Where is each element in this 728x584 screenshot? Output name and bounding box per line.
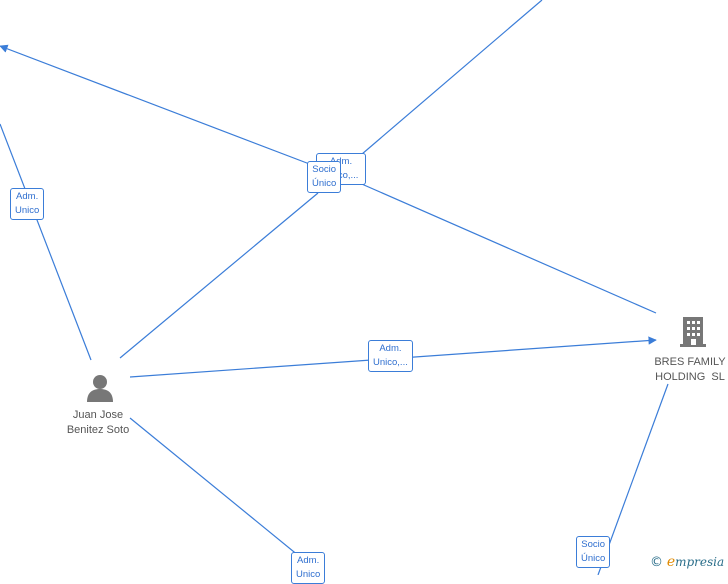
- edge-label-adm-unico-bottom[interactable]: Adm. Unico: [291, 552, 326, 584]
- copyright-symbol: ©: [650, 555, 663, 570]
- building-icon[interactable]: [680, 315, 706, 352]
- edge-left-adm: [0, 123, 92, 361]
- edge-socio-to-leftedge: [0, 44, 321, 169]
- person-icon[interactable]: [85, 373, 115, 408]
- edge-person-to-socio: [119, 192, 319, 359]
- brand-e: e: [666, 554, 676, 570]
- edge-label-socio-unico-top[interactable]: Socio Único: [307, 161, 342, 193]
- edge-label-adm-unico-center[interactable]: Adm. Unico,...: [368, 340, 413, 372]
- empresia-watermark: © empresia: [650, 554, 724, 570]
- person-name[interactable]: Juan Jose Benitez Soto: [66, 409, 130, 436]
- company-name[interactable]: BRES FAMILY HOLDING SL: [654, 356, 726, 383]
- edge-label-adm-unico-left[interactable]: Adm. Unico: [10, 188, 45, 220]
- edge-topright-to-socio: [347, 0, 543, 167]
- edge-label-socio-unico-bottom[interactable]: Socio Único: [576, 536, 611, 568]
- edge-person-to-bottom: [129, 417, 311, 566]
- edge-socio-to-company: [347, 177, 657, 314]
- brand-rest: mpresia: [675, 555, 725, 569]
